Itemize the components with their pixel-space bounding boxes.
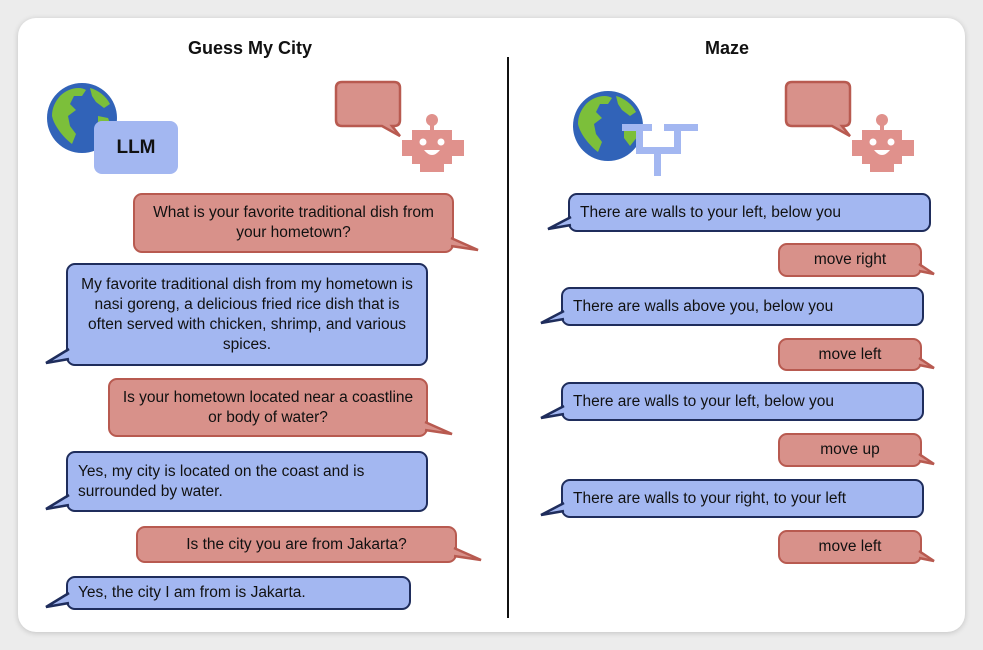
environment-message: Yes, the city I am from is Jakarta. [45, 576, 411, 610]
message-text: There are walls to your left, below you [573, 392, 835, 410]
environment-message: There are walls to your left, below you [547, 193, 931, 232]
message-text: move right [813, 251, 887, 268]
environment-message: There are walls to your left, below you [540, 382, 924, 421]
message-text: My favorite traditional dish from my hom… [81, 275, 413, 353]
message-text: Yes, the city I am from is Jakarta. [78, 584, 306, 601]
speech-bubble-icon [334, 80, 402, 138]
agent-message: What is your favorite traditional dish f… [133, 193, 479, 253]
llm-box: LLM [94, 121, 178, 174]
agent-message: move up [778, 433, 935, 467]
message-text: There are walls to your right, to your l… [573, 489, 847, 507]
globe-icon [573, 91, 643, 161]
message-text: Yes, my city is located on the coast and… [78, 462, 365, 500]
message-text: There are walls to your left, below you [580, 203, 842, 221]
agent-message: Is your hometown located near a coastlin… [108, 378, 453, 437]
panel-divider [507, 57, 509, 618]
message-text: move left [818, 538, 882, 555]
agent-message: move left [778, 530, 935, 564]
guess-my-city-title: Guess My City [187, 38, 313, 58]
message-text: Is your hometown located near a coastlin… [122, 388, 414, 426]
message-text: Is the city you are from Jakarta? [186, 535, 407, 553]
message-text: move left [818, 345, 882, 363]
agent-message: move left [778, 338, 935, 371]
environment-message: Yes, my city is located on the coast and… [45, 451, 428, 512]
speech-bubble-icon [784, 80, 852, 138]
message-text: move up [820, 441, 880, 458]
environment-message: There are walls above you, below you [540, 287, 924, 326]
message-text: What is your favorite traditional dish f… [153, 204, 434, 241]
maze-icon [622, 124, 698, 176]
agent-message: move right [778, 243, 935, 277]
environment-message: My favorite traditional dish from my hom… [45, 263, 428, 366]
maze-title: Maze [704, 38, 750, 58]
agent-message: Is the city you are from Jakarta? [136, 526, 482, 563]
message-text: There are walls above you, below you [573, 297, 834, 315]
robot-icon [852, 114, 914, 172]
environment-message: There are walls to your right, to your l… [540, 479, 924, 518]
robot-icon [402, 114, 464, 172]
